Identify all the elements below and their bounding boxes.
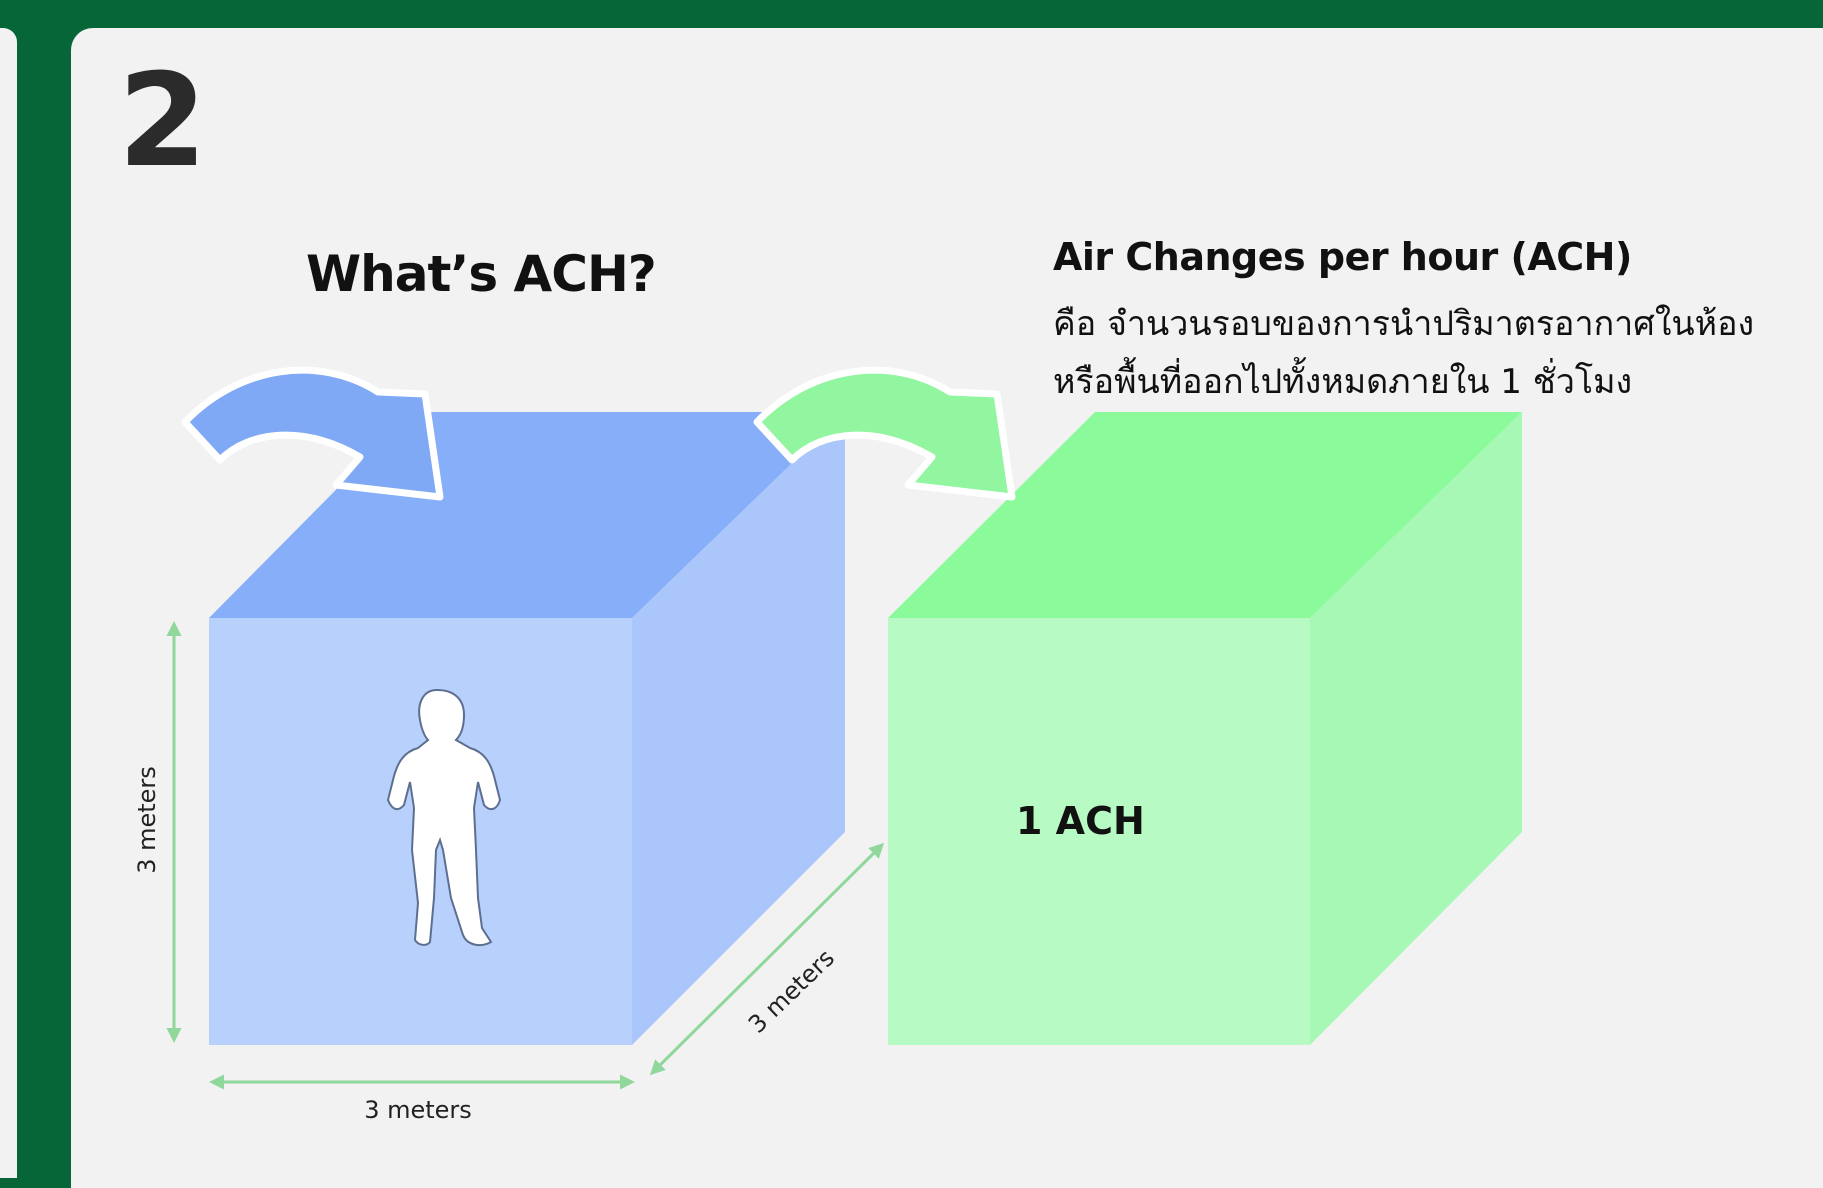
person-silhouette-icon [386,688,502,947]
width-dimension-label: 3 meters [364,1096,472,1124]
slide-number: 2 [118,47,208,196]
left-panel-edge [0,28,17,1178]
green-cube-top-face [888,412,1522,618]
green-cube-side-face [1310,412,1522,1045]
ach-value-label: 1 ACH [1016,799,1145,843]
green-room-cube [888,412,1522,1045]
definition-line-1: คือ จำนวนรอบของการนำปริมาตรอากาศในห้อง [1053,304,1755,344]
height-dimension-label: 3 meters [133,766,161,874]
definition-line-2: หรือพื้นที่ออกไปทั้งหมดภายใน 1 ชั่วโมง [1053,362,1633,402]
green-curved-arrow-icon [753,366,1016,501]
blue-room-cube [209,412,845,1045]
green-cube-front-face [888,618,1310,1045]
depth-dimension-label: 3 meters [743,944,840,1039]
blue-curved-arrow-icon [181,366,444,501]
depth-dimension-arrow [649,842,885,1076]
definition-title: Air Changes per hour (ACH) [1053,235,1632,279]
heading-whats-ach: What’s ACH? [306,245,657,303]
